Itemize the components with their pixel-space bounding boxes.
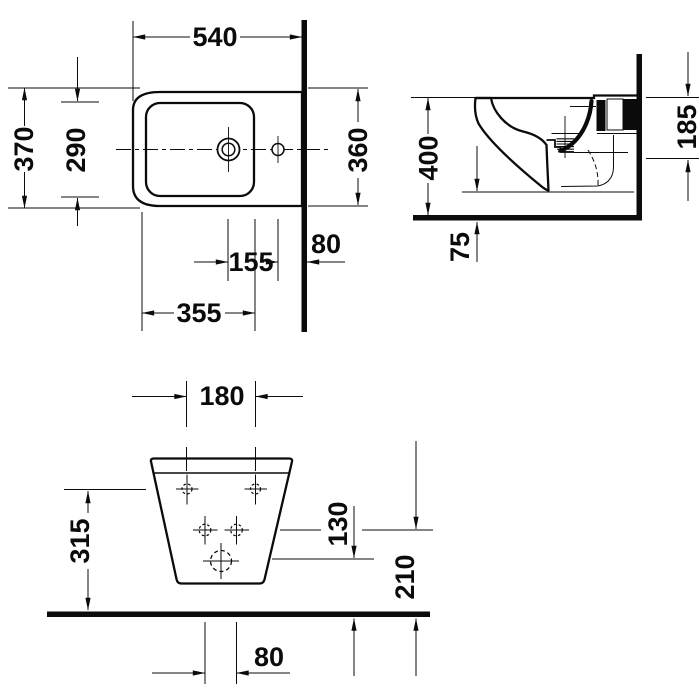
bidet-profile <box>473 96 550 192</box>
dim-label-540: 540 <box>192 22 237 52</box>
dim-label-155: 155 <box>228 247 273 277</box>
floor-section-side <box>413 215 642 221</box>
mount-gap <box>606 98 624 131</box>
dim-label-355: 355 <box>176 298 221 328</box>
drain-hidden-line <box>587 149 599 186</box>
front-view: 180 315 130 210 80 <box>47 381 433 684</box>
dim-label-80-plan: 80 <box>311 229 341 259</box>
dim-label-360: 360 <box>343 127 373 172</box>
rim-top-edge <box>474 94 638 100</box>
ext-line <box>61 101 99 198</box>
rear-face-line <box>560 135 614 187</box>
dim-label-75: 75 <box>445 232 475 262</box>
dim-label-185: 185 <box>672 104 700 149</box>
mount-bracket-left <box>596 100 606 131</box>
wall-section-plan <box>301 20 307 332</box>
dim-label-315: 315 <box>65 518 95 563</box>
ext-line <box>141 212 279 331</box>
ext-line <box>308 87 368 207</box>
ext-line <box>204 622 237 684</box>
wall-section-side <box>636 54 642 221</box>
dim-label-130: 130 <box>323 501 353 546</box>
dim-label-180: 180 <box>199 381 244 411</box>
drain-hole <box>203 543 239 579</box>
fixing-hole <box>193 516 218 545</box>
ext-line <box>8 87 140 209</box>
dim-label-210: 210 <box>390 554 420 599</box>
front-outline <box>149 457 294 585</box>
mount-bracket-right <box>623 99 639 130</box>
dim-label-370: 370 <box>9 126 39 171</box>
fixing-hole <box>244 474 267 505</box>
dim-label-400: 400 <box>414 135 444 180</box>
dim-label-290: 290 <box>61 127 91 172</box>
plan-view: 540 370 290 360 155 80 355 <box>8 20 373 332</box>
ext-line <box>646 97 699 159</box>
fixing-hole <box>176 474 199 505</box>
side-view: 400 75 185 <box>411 52 700 262</box>
dim-label-80-front: 80 <box>254 642 284 672</box>
floor-section-front <box>47 611 430 617</box>
fixing-hole <box>224 516 249 545</box>
ext-line <box>186 381 256 471</box>
